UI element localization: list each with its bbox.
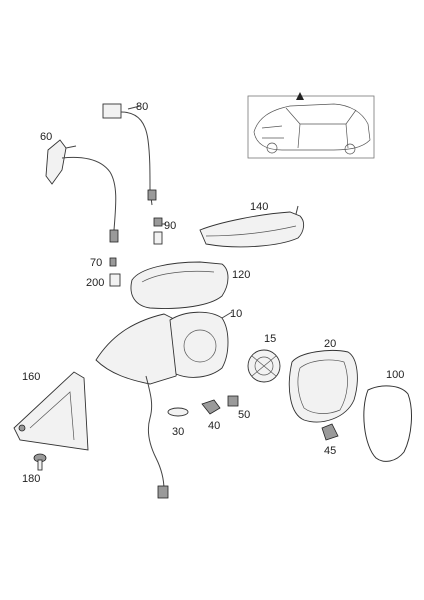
label-30: 30 bbox=[172, 426, 184, 438]
part-120-mirror-cap bbox=[130, 261, 229, 309]
part-15-mirror-motor bbox=[247, 349, 281, 383]
label-10: 10 bbox=[230, 308, 242, 320]
part-40-bracket bbox=[201, 399, 221, 415]
part-100-mirror-glass bbox=[363, 385, 412, 462]
label-140: 140 bbox=[250, 201, 268, 213]
label-45: 45 bbox=[324, 445, 336, 457]
label-20: 20 bbox=[324, 338, 336, 350]
label-40: 40 bbox=[208, 420, 220, 432]
label-200: 200 bbox=[86, 277, 104, 289]
part-10-mirror-housing bbox=[95, 311, 233, 499]
part-60-bracket bbox=[45, 139, 119, 243]
label-160: 160 bbox=[22, 371, 40, 383]
part-140-turn-signal bbox=[199, 205, 305, 248]
label-100: 100 bbox=[386, 369, 404, 381]
part-180-screw bbox=[33, 453, 47, 471]
part-50-sensor bbox=[227, 395, 239, 407]
label-180: 180 bbox=[22, 473, 40, 485]
label-90: 90 bbox=[164, 220, 176, 232]
part-70-clip bbox=[109, 257, 117, 267]
part-45-clip bbox=[321, 423, 339, 441]
part-200-clip bbox=[109, 273, 121, 287]
label-60: 60 bbox=[40, 131, 52, 143]
part-30-lamp bbox=[167, 407, 189, 417]
label-70: 70 bbox=[90, 257, 102, 269]
vehicle-reference-inset bbox=[247, 92, 375, 159]
label-15: 15 bbox=[264, 333, 276, 345]
label-50: 50 bbox=[238, 409, 250, 421]
part-90-connector bbox=[153, 217, 166, 245]
part-20-glass-frame bbox=[288, 350, 358, 423]
label-80: 80 bbox=[136, 101, 148, 113]
label-120: 120 bbox=[232, 269, 250, 281]
part-80-harness bbox=[102, 103, 157, 206]
part-160-triangle-cover bbox=[13, 371, 89, 451]
